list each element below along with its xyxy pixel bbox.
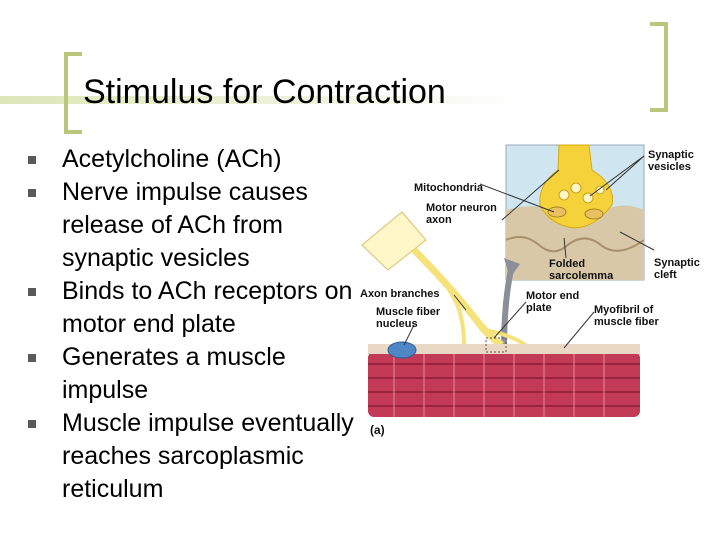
bullet-list: Acetylcholine (ACh) Nerve impulse causes… — [28, 143, 358, 506]
muscle-fiber — [368, 352, 640, 417]
bullet-item: Nerve impulse causes release of ACh from… — [28, 176, 358, 275]
label-myofibril: Myofibril of muscle fiber — [594, 304, 659, 328]
square-bullet-icon — [28, 354, 36, 362]
square-bullet-icon — [28, 156, 36, 164]
motor-end-plate-box — [485, 337, 507, 353]
axon-branch-2 — [470, 313, 501, 347]
bullet-text: Binds to ACh receptors on motor end plat… — [62, 277, 353, 338]
label-panel-a: (a) — [370, 423, 385, 437]
label-synaptic-vesicles: Synaptic vesicles — [648, 149, 694, 173]
square-bullet-icon — [28, 420, 36, 428]
square-bullet-icon — [28, 189, 36, 197]
left-bracket-decoration — [64, 52, 82, 134]
bullet-item: Muscle impulse eventually reaches sarcop… — [28, 407, 358, 506]
label-motor-end-plate: Motor end plate — [526, 290, 580, 314]
motor-neuron-axon-sheath — [361, 211, 427, 271]
bullet-item: Generates a muscle impulse — [28, 341, 358, 407]
synaptic-vesicle-4 — [595, 185, 605, 195]
muscle-striations — [368, 363, 640, 407]
zoom-arrow-head — [504, 258, 520, 278]
axon-branch-1 — [447, 288, 466, 346]
neuromuscular-junction-figure: Synaptic vesicles Mitochondria Motor neu… — [354, 140, 720, 445]
synaptic-vesicle-1 — [558, 189, 570, 201]
muscle-bands — [393, 352, 605, 417]
right-bracket-decoration — [650, 22, 668, 112]
synaptic-vesicle-2 — [570, 182, 582, 194]
square-bullet-icon — [28, 288, 36, 296]
bullet-text: Nerve impulse causes release of ACh from… — [62, 178, 308, 272]
muscle-fiber-nucleus — [387, 341, 417, 359]
bullet-text: Muscle impulse eventually reaches sarcop… — [62, 409, 354, 503]
label-mitochondria: Mitochondria — [414, 182, 484, 194]
title-accent-bar — [0, 96, 520, 104]
folded-sarcolemma-region — [506, 205, 644, 280]
sarcolemma-surface — [368, 344, 640, 354]
label-folded-sarcolemma: Folded sarcolemma — [549, 258, 614, 282]
label-motor-neuron-axon: Motor neuron axon — [426, 202, 497, 226]
bullet-text: Generates a muscle impulse — [62, 343, 286, 404]
leader-lines — [403, 155, 655, 349]
mitochondrion-1 — [547, 206, 567, 218]
label-muscle-fiber-nucleus: Muscle fiber nucleus — [376, 306, 441, 330]
bullet-text: Acetylcholine (ACh) — [62, 145, 282, 173]
neuromuscular-junction-illustration — [361, 144, 655, 417]
label-synaptic-cleft: Synaptic cleft — [654, 257, 700, 281]
bullet-item: Binds to ACh receptors on motor end plat… — [28, 275, 358, 341]
bullet-item: Acetylcholine (ACh) — [28, 143, 358, 176]
label-axon-branches: Axon branches — [360, 288, 440, 300]
mitochondrion-2 — [584, 208, 604, 220]
sarcolemma-fold-line — [505, 235, 645, 253]
slide-title: Stimulus for Contraction — [83, 73, 446, 111]
